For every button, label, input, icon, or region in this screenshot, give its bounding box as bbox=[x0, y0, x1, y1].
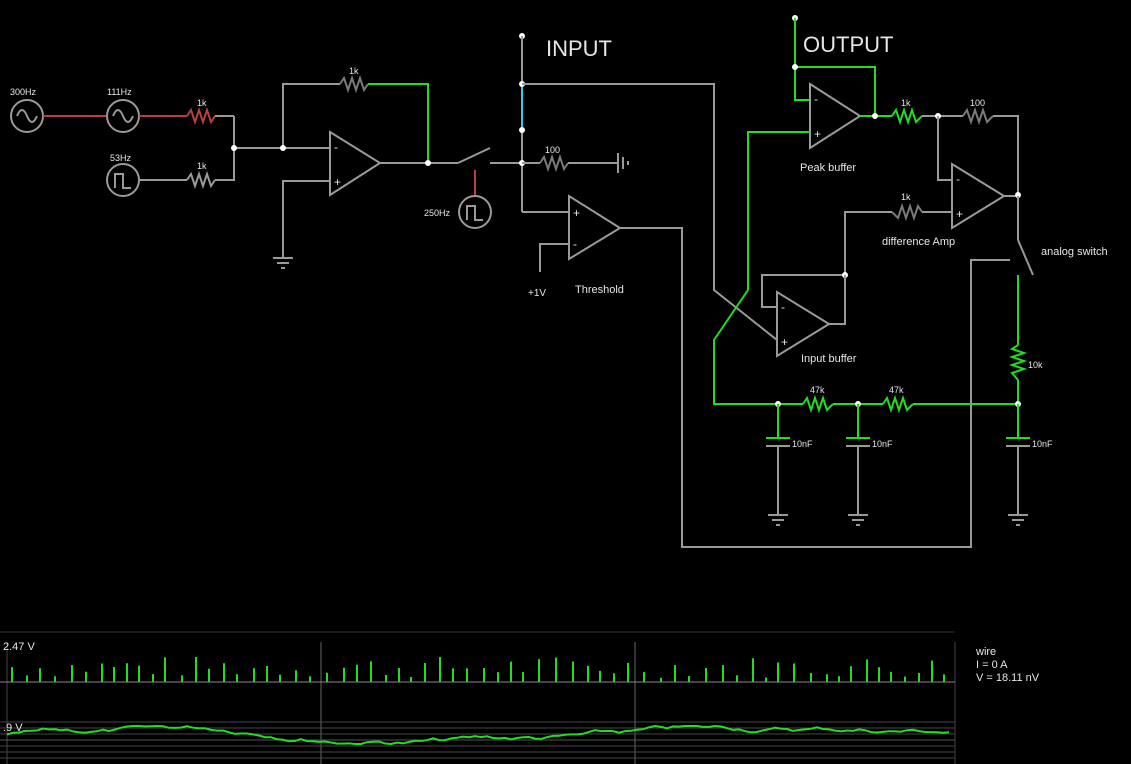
info-voltage: V = 18.11 nV bbox=[976, 672, 1040, 684]
resistor-47k-2[interactable] bbox=[882, 394, 914, 414]
resistor-mix2-label: 1k bbox=[197, 161, 207, 171]
resistor-feedback[interactable] bbox=[339, 74, 369, 94]
resistor-diff-feedback[interactable] bbox=[962, 106, 994, 126]
svg-text:+: + bbox=[573, 206, 580, 220]
svg-text:-: - bbox=[781, 300, 785, 314]
capacitor-2[interactable] bbox=[846, 404, 870, 515]
source-300hz-label: 300Hz bbox=[10, 87, 37, 97]
analog-switch-label: analog switch bbox=[1041, 246, 1108, 258]
resistor-diff-feedback-label: 100 bbox=[970, 98, 985, 108]
source-250hz-label: 250Hz bbox=[424, 208, 451, 218]
resistor-diff-input[interactable] bbox=[891, 202, 923, 222]
input-buffer-label: Input buffer bbox=[801, 353, 857, 365]
resistor-peak-out[interactable] bbox=[891, 106, 923, 126]
plus-1v-label: +1V bbox=[528, 288, 546, 299]
svg-text:+: + bbox=[956, 207, 963, 221]
resistor-mix1-label: 1k bbox=[197, 98, 207, 108]
capacitor-1[interactable] bbox=[766, 404, 790, 515]
opamp-threshold[interactable]: + - bbox=[568, 194, 622, 261]
analog-switch[interactable] bbox=[1017, 239, 1034, 276]
resistor-input[interactable] bbox=[539, 153, 569, 173]
info-name: wire bbox=[976, 646, 997, 658]
source-111hz-label: 111Hz bbox=[107, 87, 132, 97]
resistor-mix1[interactable] bbox=[186, 106, 216, 126]
resistor-47k-1-label: 47k bbox=[810, 385, 825, 395]
scope-trace2-label: .9 V bbox=[3, 722, 23, 734]
switch[interactable] bbox=[457, 147, 491, 164]
opamp-input-buffer[interactable]: - + bbox=[776, 290, 831, 358]
input-label: INPUT bbox=[546, 36, 612, 61]
svg-text:-: - bbox=[956, 172, 960, 186]
square-source-250hz[interactable]: 250Hz bbox=[424, 195, 492, 229]
scope-panel[interactable]: 2.47 V .9 V bbox=[0, 631, 956, 764]
sine-source-111hz[interactable]: 111Hz bbox=[106, 87, 140, 133]
difference-amp-label: difference Amp bbox=[882, 236, 955, 248]
capacitor-2-label: 10nF bbox=[872, 439, 893, 449]
info-panel: wire I = 0 A V = 18.11 nV bbox=[976, 646, 1039, 685]
ground-symbol bbox=[273, 257, 293, 269]
ground-symbol bbox=[1008, 514, 1028, 526]
resistor-diff-input-label: 1k bbox=[901, 192, 911, 202]
ground-symbol bbox=[848, 514, 868, 526]
threshold-label: Threshold bbox=[575, 284, 624, 296]
peak-buffer-label: Peak buffer bbox=[800, 162, 856, 174]
ground-symbol bbox=[617, 153, 629, 173]
svg-text:-: - bbox=[334, 140, 338, 154]
square-source-53hz[interactable]: 53Hz bbox=[106, 153, 140, 197]
opamp-peak-buffer[interactable]: - + bbox=[809, 82, 862, 150]
opamp-difference-amp[interactable]: - + bbox=[951, 162, 1006, 230]
svg-text:+: + bbox=[814, 127, 821, 141]
output-label: OUTPUT bbox=[803, 32, 893, 57]
resistor-input-label: 100 bbox=[545, 145, 560, 155]
resistor-10k[interactable] bbox=[1008, 344, 1028, 381]
svg-text:-: - bbox=[814, 92, 818, 106]
scope-trace1-label: 2.47 V bbox=[3, 641, 35, 653]
info-current: I = 0 A bbox=[976, 659, 1008, 671]
source-53hz-label: 53Hz bbox=[110, 153, 132, 163]
resistor-47k-1[interactable] bbox=[802, 394, 834, 414]
resistor-mix2[interactable] bbox=[186, 170, 216, 190]
sine-source-300hz[interactable]: 300Hz bbox=[10, 87, 44, 133]
opamp-mixer[interactable]: - + bbox=[329, 130, 382, 197]
svg-text:+: + bbox=[781, 335, 788, 349]
resistor-peak-out-label: 1k bbox=[901, 98, 911, 108]
capacitor-3[interactable] bbox=[1006, 404, 1030, 515]
resistor-10k-label: 10k bbox=[1028, 360, 1043, 370]
resistor-47k-2-label: 47k bbox=[889, 385, 904, 395]
capacitor-1-label: 10nF bbox=[792, 439, 813, 449]
svg-text:-: - bbox=[573, 237, 577, 251]
ground-symbol bbox=[768, 514, 788, 526]
capacitor-3-label: 10nF bbox=[1032, 439, 1053, 449]
svg-text:+: + bbox=[334, 175, 341, 189]
resistor-feedback-label: 1k bbox=[349, 66, 359, 76]
scope-trace-2 bbox=[6, 724, 950, 746]
scope-trace-1 bbox=[11, 656, 945, 682]
